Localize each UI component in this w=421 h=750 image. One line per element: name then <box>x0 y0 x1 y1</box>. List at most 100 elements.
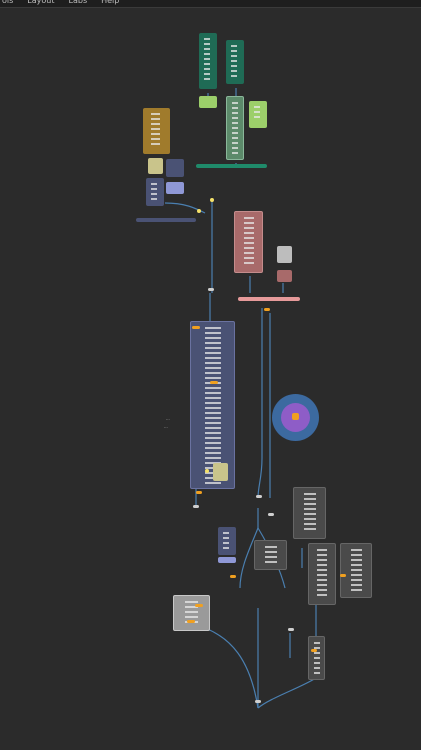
node-param-row <box>185 606 198 608</box>
node-param-row <box>244 262 254 264</box>
node-param-row <box>205 482 221 484</box>
node-gray-square[interactable] <box>277 246 292 263</box>
node-param-row <box>205 372 221 374</box>
node-param-row <box>185 616 198 618</box>
reroute-pin[interactable] <box>288 628 294 631</box>
node-param-row <box>314 657 320 659</box>
node-gray-dark-b[interactable] <box>254 540 287 570</box>
node-khaki[interactable] <box>148 158 163 174</box>
node-gray-dark-e[interactable] <box>308 636 325 680</box>
node-param-row <box>304 528 316 530</box>
node-param-row <box>205 337 221 339</box>
node-param-row <box>304 513 316 515</box>
node-param-row <box>317 554 327 556</box>
node-param-row <box>205 447 221 449</box>
yellow-dot <box>205 469 209 473</box>
wire <box>164 202 206 214</box>
node-param-row <box>185 601 198 603</box>
orange-marker <box>264 308 270 311</box>
node-param-row <box>314 662 320 664</box>
menu-tools[interactable]: ols <box>2 0 14 5</box>
node-param-row <box>314 652 320 654</box>
node-param-row <box>304 503 316 505</box>
node-param-row <box>317 594 327 596</box>
node-param-row <box>232 147 238 149</box>
node-teal-a[interactable] <box>199 33 217 89</box>
node-param-row <box>265 561 277 563</box>
node-param-row <box>317 589 327 591</box>
reroute-pin[interactable] <box>268 513 274 516</box>
reroute-pin[interactable] <box>208 288 214 291</box>
node-slate-small[interactable] <box>166 159 184 177</box>
node-rose-small[interactable] <box>277 270 292 282</box>
orange-marker <box>196 491 202 494</box>
node-param-row <box>254 111 260 113</box>
node-param-row <box>151 123 160 125</box>
node-teal-b[interactable] <box>226 40 244 84</box>
reroute-pin[interactable] <box>255 700 261 703</box>
yellow-dot <box>210 198 214 202</box>
node-param-row <box>317 549 327 551</box>
node-param-row <box>205 342 221 344</box>
node-param-row <box>205 427 221 429</box>
node-param-row <box>244 222 254 224</box>
node-param-row <box>205 437 221 439</box>
node-param-row <box>205 402 221 404</box>
node-gray-dark-d[interactable] <box>340 543 372 598</box>
menu-help[interactable]: Help <box>101 0 120 5</box>
node-periwinkle-lower[interactable] <box>218 557 236 563</box>
node-light-green-large[interactable] <box>249 101 267 128</box>
yellow-dot <box>197 209 201 213</box>
node-olive[interactable] <box>143 108 170 154</box>
node-param-row <box>254 116 260 118</box>
node-slate-bar[interactable] <box>136 218 196 222</box>
node-param-row <box>205 442 221 444</box>
node-param-row <box>204 73 210 75</box>
node-param-row <box>151 188 157 190</box>
node-slate-medium[interactable] <box>146 178 164 206</box>
node-param-row <box>185 611 198 613</box>
node-param-row <box>231 65 237 67</box>
node-param-row <box>205 367 221 369</box>
node-param-row <box>265 551 277 553</box>
side-tag-bottom: ... <box>164 424 168 429</box>
node-param-row <box>151 183 157 185</box>
node-sage[interactable] <box>226 96 244 160</box>
node-param-row <box>351 559 362 561</box>
menu-layout[interactable]: Layout <box>27 0 55 5</box>
node-teal-bar[interactable] <box>196 164 267 168</box>
reroute-pin[interactable] <box>256 495 262 498</box>
node-periwinkle[interactable] <box>166 182 184 194</box>
node-graph-canvas[interactable]: ... ... <box>0 8 421 750</box>
node-salmon-bar[interactable] <box>238 297 300 301</box>
node-param-row <box>151 133 160 135</box>
node-gray-dark-a[interactable] <box>293 487 326 539</box>
node-param-row <box>265 546 277 548</box>
node-param-row <box>231 55 237 57</box>
node-param-row <box>232 102 238 104</box>
node-param-row <box>351 564 362 566</box>
node-param-row <box>205 392 221 394</box>
side-tag-top: ... <box>166 416 170 421</box>
node-param-row <box>317 559 327 561</box>
node-param-row <box>317 584 327 586</box>
reroute-pin[interactable] <box>193 505 199 508</box>
node-rose[interactable] <box>234 211 263 273</box>
orange-marker <box>187 620 195 623</box>
node-param-row <box>304 523 316 525</box>
node-param-row <box>205 457 221 459</box>
node-param-row <box>204 68 210 70</box>
node-param-row <box>231 70 237 72</box>
node-gray-dark-c[interactable] <box>308 543 336 605</box>
node-param-row <box>232 142 238 144</box>
node-gray-light-frame[interactable] <box>173 595 210 631</box>
node-param-row <box>205 357 221 359</box>
node-param-row <box>223 547 229 549</box>
node-param-row <box>205 432 221 434</box>
node-param-row <box>205 327 221 329</box>
node-slate-lower[interactable] <box>218 527 236 555</box>
menu-labs[interactable]: Labs <box>68 0 88 5</box>
node-param-row <box>314 647 320 649</box>
node-khaki-inner[interactable] <box>213 463 228 481</box>
node-light-green-small[interactable] <box>199 96 217 108</box>
